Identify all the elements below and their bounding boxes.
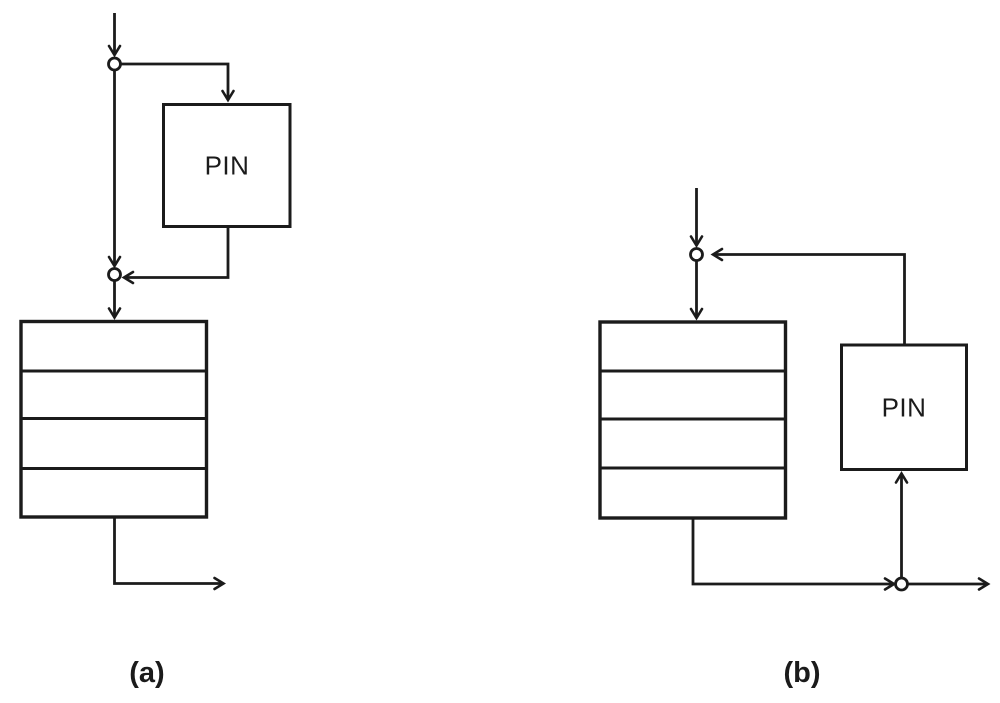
fig-a-branch-to-pin-arrow: [118, 62, 235, 103]
fig-b-junction-node-bottom: [894, 576, 909, 592]
fig-b-output-to-junction-arrow: [691, 518, 897, 591]
fig-b-pin-feedback-arrow: [710, 247, 906, 345]
fig-a-junction-node-bottom: [107, 267, 122, 282]
figure-b: PIN (b): [598, 188, 991, 689]
fig-a-pin-label: PIN: [205, 151, 250, 181]
fig-b-caption: (b): [783, 657, 820, 689]
fig-b-pin-label: PIN: [882, 393, 927, 423]
fig-a-output-arrow: [113, 517, 226, 591]
fig-a-pin-box: [162, 103, 292, 228]
fig-a-pin-return-arrow: [121, 226, 230, 285]
fig-b-pin-box: [840, 343, 968, 471]
fig-a-junction-node-top: [107, 56, 122, 72]
fig-a-caption: (a): [129, 657, 164, 689]
figure-a: PIN (a): [19, 13, 292, 689]
fig-b-junction-node-top: [689, 247, 704, 262]
